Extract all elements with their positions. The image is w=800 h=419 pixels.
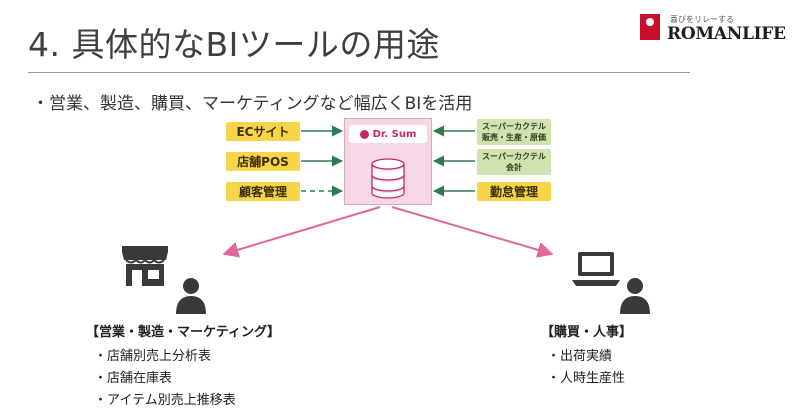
source-attendance-management-label: 勤怠管理	[489, 185, 538, 199]
source-ec-site-label: ECサイト	[236, 125, 290, 139]
sales-item-store-inventory: ・店舗在庫表	[94, 371, 173, 386]
logo-name: ROMANLIFE	[667, 24, 786, 44]
drsum-logo-icon	[359, 129, 369, 139]
sales-group-heading: 【営業・製造・マーケティング】	[86, 325, 280, 340]
source-super-cocktail-accounting-line1: スーパーカクテル	[482, 152, 546, 161]
arrow-to-purchasing-team	[391, 206, 554, 258]
store-icon	[122, 246, 168, 286]
title-divider	[28, 72, 690, 73]
drsum-product-name: Dr. Sum	[372, 128, 417, 140]
source-super-cocktail-sales: スーパーカクテル 販売・生産・原価	[477, 119, 551, 145]
arrow-to-sales-team	[222, 206, 381, 258]
source-customer-management-label: 顧客管理	[238, 185, 287, 199]
drsum-logo: Dr. Sum	[349, 125, 427, 143]
sales-item-store-sales: ・店舗別売上分析表	[94, 349, 212, 364]
source-super-cocktail-sales-line2: 販売・生産・原価	[482, 133, 546, 142]
source-customer-management: 顧客管理	[226, 182, 300, 201]
person-icon	[176, 278, 206, 314]
laptop-icon	[572, 252, 620, 286]
source-ec-site: ECサイト	[226, 122, 300, 141]
source-store-pos-label: 店舗POS	[237, 155, 289, 169]
source-attendance-management: 勤怠管理	[477, 182, 551, 201]
logo-tagline: 喜びをリレーする	[670, 15, 734, 24]
source-super-cocktail-sales-line1: スーパーカクテル	[482, 122, 546, 131]
source-super-cocktail-accounting: スーパーカクテル 会計	[477, 149, 551, 175]
slide-title: 4. 具体的なBIツールの用途	[28, 25, 440, 64]
company-logo: 喜びをリレーする ROMANLIFE	[638, 12, 788, 52]
purchasing-group-heading: 【購買・人事】	[541, 325, 633, 340]
drsum-hub: Dr. Sum	[344, 118, 432, 205]
person-icon-right	[620, 278, 650, 314]
sales-item-item-trend: ・アイテム別売上推移表	[94, 393, 236, 408]
logo-icon	[640, 14, 660, 40]
source-store-pos: 店舗POS	[226, 152, 300, 171]
purchasing-item-shipments: ・出荷実績	[547, 349, 613, 364]
source-super-cocktail-accounting-line2: 会計	[505, 163, 522, 172]
slide-subtitle: ・営業、製造、購買、マーケティングなど幅広くBIを活用	[32, 94, 473, 114]
purchasing-item-productivity: ・人時生産性	[547, 371, 626, 386]
database-icon	[371, 158, 405, 199]
